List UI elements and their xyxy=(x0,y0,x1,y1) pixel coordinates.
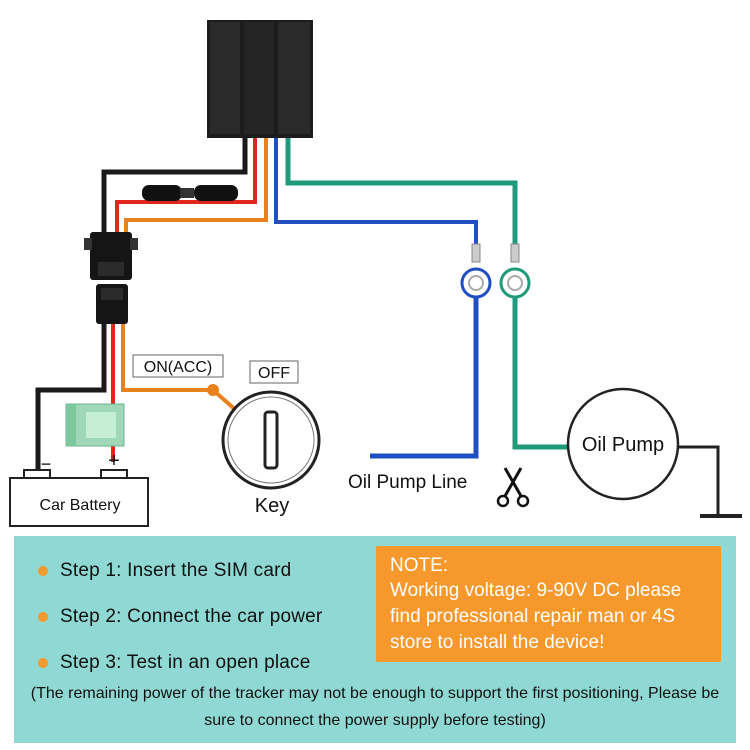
orange-wire xyxy=(121,138,268,392)
battery-label: Car Battery xyxy=(40,497,121,514)
ignition-key-icon xyxy=(221,390,321,490)
oil-pump xyxy=(566,387,742,518)
blade-fuse xyxy=(65,403,125,447)
green-wire xyxy=(285,138,518,255)
step-item: Step 3: Test in an open place xyxy=(38,640,322,686)
bullet-icon xyxy=(38,658,48,668)
step-text: Step 3: Test in an open place xyxy=(60,652,311,673)
car-battery xyxy=(9,469,149,527)
steps-list: Step 1: Insert the SIM card Step 2: Conn… xyxy=(38,548,322,686)
wiring-diagram: ON(ACC) OFF Key − + Car Battery Oil Pump… xyxy=(9,20,742,527)
note-title: NOTE: xyxy=(390,555,449,576)
note-body: Working voltage: 9-90V DC please find pr… xyxy=(390,580,682,653)
step-text: Step 1: Insert the SIM card xyxy=(60,560,292,581)
step-text: Step 2: Connect the car power xyxy=(60,606,323,627)
red-wire xyxy=(111,138,257,410)
wire-connector-bottom xyxy=(96,284,128,324)
step-item: Step 1: Insert the SIM card xyxy=(38,548,322,594)
key-label: Key xyxy=(255,495,289,517)
gps-tracker-device xyxy=(207,20,313,138)
acc-terminal-dot xyxy=(207,384,219,396)
black-wire xyxy=(35,138,248,470)
inline-fuse-holder xyxy=(142,185,238,201)
note-box: NOTE: Working voltage: 9-90V DC please f… xyxy=(376,546,721,662)
ring-terminal-green xyxy=(499,243,531,299)
battery-plus-label: + xyxy=(108,450,120,472)
blue-wire xyxy=(274,138,478,255)
step-item: Step 2: Connect the car power xyxy=(38,594,322,640)
oil-pump-line-label: Oil Pump Line xyxy=(348,472,467,493)
bullet-icon xyxy=(38,566,48,576)
wire-connector-top xyxy=(84,232,138,280)
battery-minus-label: − xyxy=(41,454,52,474)
instructions-panel: Step 1: Insert the SIM card Step 2: Conn… xyxy=(14,536,736,743)
off-label: OFF xyxy=(258,365,290,382)
oil-pump-label: Oil Pump xyxy=(582,434,664,456)
bullet-icon xyxy=(38,612,48,622)
scissors-icon xyxy=(496,467,530,508)
on-acc-label: ON(ACC) xyxy=(144,359,212,376)
ring-terminal-blue xyxy=(460,243,492,299)
footer-note: (The remaining power of the tracker may … xyxy=(30,685,720,729)
